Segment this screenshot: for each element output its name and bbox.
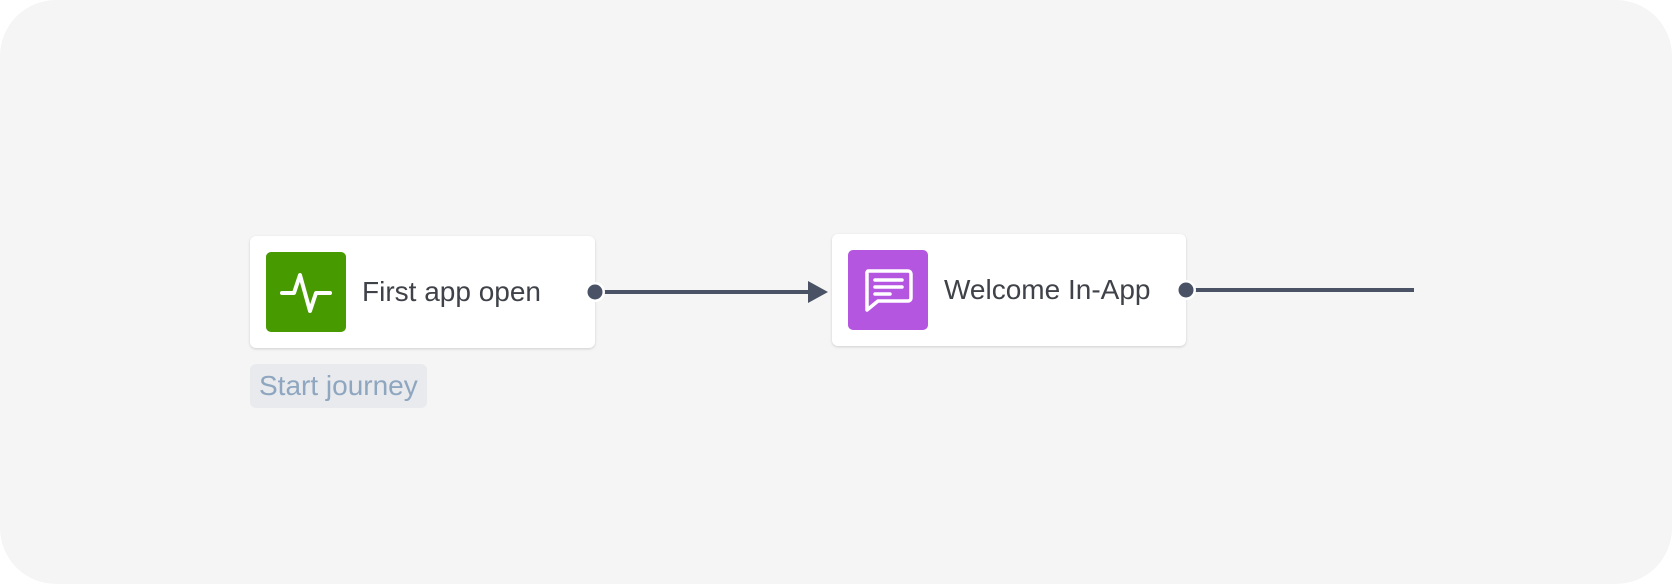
- trigger-icon-tile: [266, 252, 346, 332]
- message-node-label: Welcome In-App: [944, 274, 1151, 305]
- message-output-port-dot[interactable]: [1178, 282, 1194, 298]
- start-journey-label: Start journey: [259, 370, 418, 401]
- trigger-node-label: First app open: [362, 276, 541, 307]
- activity-pulse-icon: [280, 273, 332, 313]
- trigger-output-port-dot[interactable]: [587, 284, 603, 300]
- start-journey-tag: Start journey: [250, 364, 427, 408]
- trigger-node-first-app-open[interactable]: First app open: [250, 236, 595, 348]
- connector-arrowhead: [808, 281, 828, 303]
- message-icon-tile: [848, 250, 928, 330]
- message-bubble-icon: [865, 269, 913, 312]
- message-node-welcome-in-app[interactable]: Welcome In-App: [832, 234, 1186, 346]
